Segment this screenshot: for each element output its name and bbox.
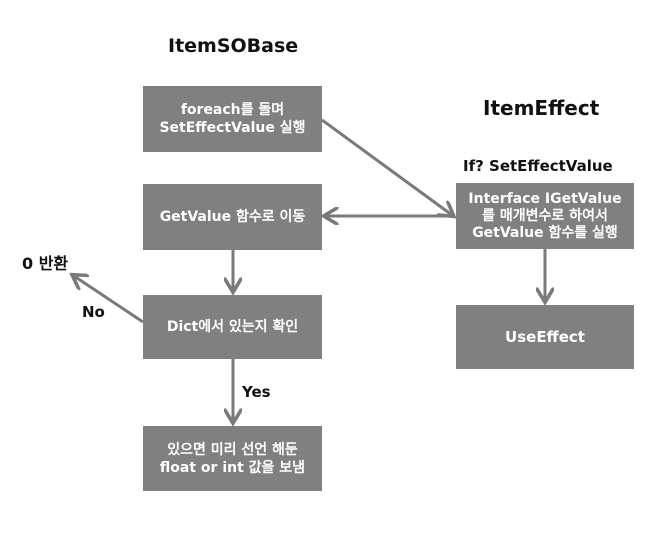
send-value-line-2: float or int 값을 보냄: [159, 459, 306, 476]
foreach-line-1: foreach를 돌며: [180, 102, 285, 118]
foreach-line-2: SetEffectValue 실행: [159, 120, 306, 136]
send-value-line-1: 있으면 미리 선언 해둔: [167, 441, 298, 458]
arrow-dict-to-return-zero: [74, 276, 144, 324]
dict-check-label: Dict에서 있는지 확인: [166, 319, 299, 335]
arrow-foreach-to-interface: [321, 118, 452, 215]
return-zero-label: 0 반환: [22, 254, 69, 273]
dict-check-box: Dict에서 있는지 확인: [143, 295, 322, 359]
interface-box: Interface IGetValue 를 매개변수로 하여서 GetValue…: [456, 183, 634, 249]
interface-line-2: 를 매개변수로 하여서: [482, 207, 608, 224]
interface-line-3: GetValue 함수를 실행: [472, 224, 618, 241]
getvalue-box: GetValue 함수로 이동: [143, 184, 322, 250]
use-effect-box: UseEffect: [456, 305, 634, 369]
title-itemeffect: ItemEffect: [483, 96, 600, 120]
use-effect-label: UseEffect: [505, 328, 585, 346]
interface-line-1: Interface IGetValue: [468, 190, 622, 207]
title-itemsobase: ItemSOBase: [168, 35, 299, 57]
yes-label: Yes: [242, 383, 271, 401]
no-label: No: [82, 303, 105, 321]
condition-label: If? SetEffectValue: [463, 157, 613, 175]
foreach-box: foreach를 돌며 SetEffectValue 실행: [143, 86, 322, 152]
getvalue-label: GetValue 함수로 이동: [159, 209, 306, 225]
send-value-box: 있으면 미리 선언 해둔 float or int 값을 보냄: [143, 426, 322, 491]
